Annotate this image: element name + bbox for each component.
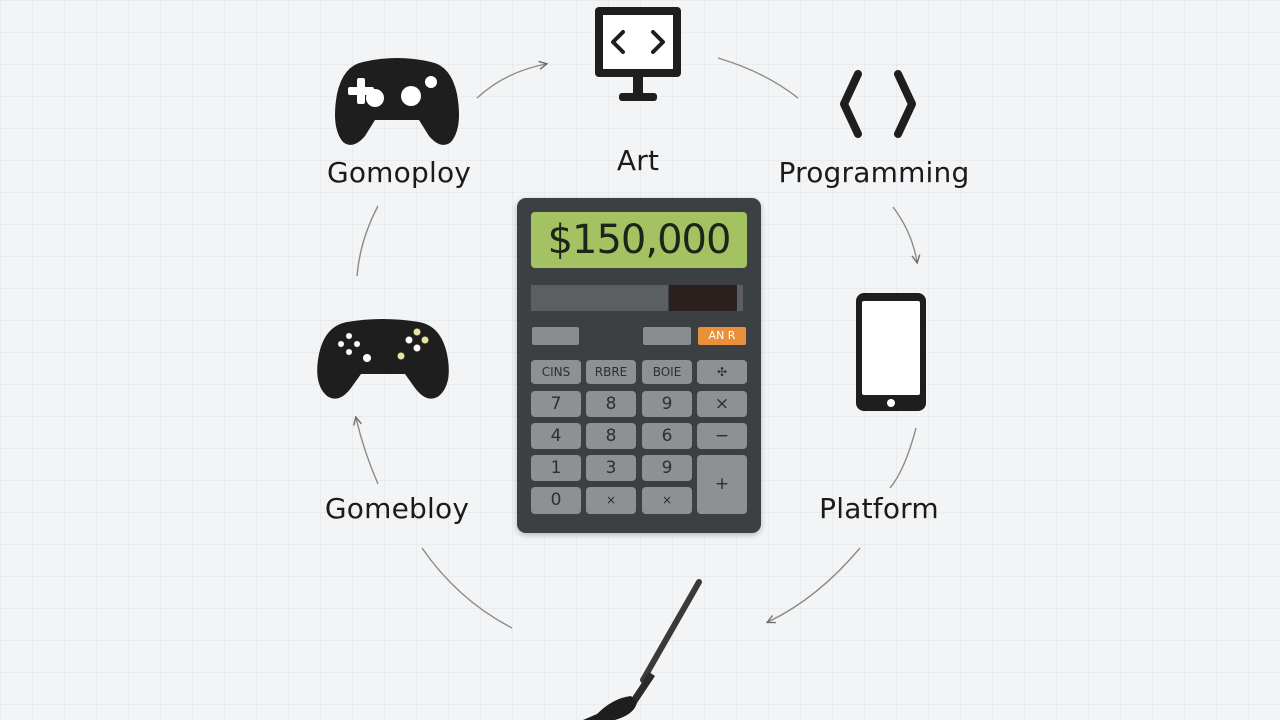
label-art: Art [616, 144, 660, 177]
calculator-key[interactable]: − [697, 423, 747, 449]
label-platform: Platform [819, 492, 939, 525]
calculator-function-key[interactable] [532, 327, 579, 345]
calculator-key[interactable]: 8 [586, 423, 636, 449]
arrow-gameplay-to-art [476, 64, 546, 99]
calculator-key[interactable]: CINS [531, 360, 581, 384]
smartphone-icon [856, 293, 926, 411]
calculator-key[interactable]: × [642, 487, 692, 514]
arrow-platform-to-paintbrush-lower [768, 547, 861, 622]
label-programming: Programming [778, 156, 970, 189]
arrow-gamebloy-to-gamepad [356, 418, 379, 485]
label-gomebloy: Gomebloy [324, 492, 470, 525]
calculator-key[interactable]: 0 [531, 487, 581, 514]
calculator-key[interactable]: RBRE [586, 360, 636, 384]
arrow-programming-to-platform [892, 206, 917, 262]
calculator-key[interactable]: × [586, 487, 636, 514]
arrow-paintbrush-to-gamebloy [421, 547, 513, 629]
arrow-platform-to-paintbrush [889, 427, 917, 489]
calculator-key[interactable]: 9 [642, 391, 692, 417]
gamepad-icon [335, 58, 459, 145]
calculator-key[interactable]: 6 [642, 423, 692, 449]
calculator-key[interactable]: 7 [531, 391, 581, 417]
calculator-display: $150,000 [531, 212, 747, 268]
calculator-key[interactable]: 8 [586, 391, 636, 417]
calculator-strip-end [737, 285, 743, 311]
label-gomoploy: Gomoploy [326, 156, 472, 189]
calculator-key[interactable]: × [697, 391, 747, 417]
arrow-gamepad-to-gomoploy [356, 205, 379, 277]
code-brackets-icon [840, 70, 916, 138]
code-monitor-icon [595, 7, 681, 101]
calculator-key[interactable]: 4 [531, 423, 581, 449]
calculator-key[interactable]: BOIE [642, 360, 692, 384]
calculator-key[interactable]: 1 [531, 455, 581, 481]
calculator-key[interactable]: ✣ [697, 360, 747, 384]
calculator-function-key[interactable] [643, 327, 691, 345]
paintbrush-icon [583, 579, 702, 720]
arrow-art-to-programming [717, 57, 799, 99]
calculator-key-tall[interactable]: + [697, 455, 747, 514]
calculator-function-key-accent[interactable]: AN R [698, 327, 746, 345]
calculator-key[interactable]: 3 [586, 455, 636, 481]
calculator-key[interactable]: 9 [642, 455, 692, 481]
calculator-strip [531, 285, 668, 311]
calculator: $150,000 AN R CINS RBRE BOIE ✣ 7 8 9 × 4… [517, 198, 761, 533]
gamepad-icon [317, 319, 449, 399]
calculator-strip-dark [669, 285, 737, 311]
